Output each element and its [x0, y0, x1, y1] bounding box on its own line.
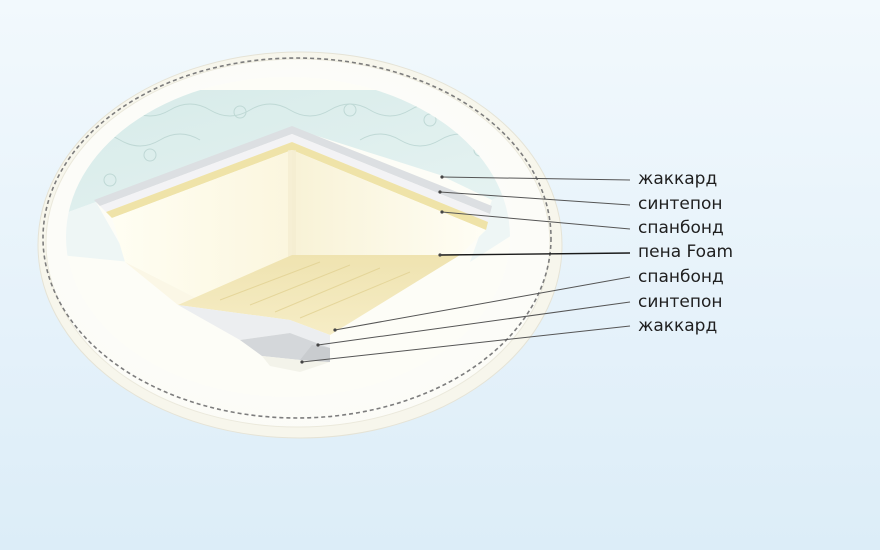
leader-line-bottom-jacquard: [301, 325, 631, 363]
leader-line-foam: [439, 252, 631, 256]
leader-line-top-spanbond: [441, 211, 631, 230]
layer-outer-edges: [94, 126, 492, 230]
label-top-jacquard: жаккард: [638, 169, 718, 189]
leader-line-bottom-spanbond: [334, 276, 631, 331]
label-top-sintepon: синтепон: [638, 194, 723, 214]
oval-dashed-border: [42, 57, 552, 419]
leader-line-bottom-sintepon: [317, 301, 631, 346]
quilted-jacquard-surface: [66, 90, 510, 215]
leader-lines: [301, 176, 631, 363]
label-bottom-sintepon: синтепон: [638, 292, 723, 312]
bottom-sintepon-step: [178, 305, 330, 348]
foam-left-face: [112, 150, 292, 300]
leader-line-top-sintepon: [439, 191, 631, 206]
label-top-spanbond: спанбонд: [638, 218, 724, 238]
bottom-spanbond-floor: [178, 255, 460, 335]
leader-line-top-jacquard: [441, 176, 631, 181]
label-foam: пена Foam: [638, 242, 734, 262]
label-bottom-spanbond: спанбонд: [638, 267, 724, 287]
label-bottom-jacquard: жаккард: [638, 316, 718, 336]
foam-left-wall: [125, 262, 200, 305]
